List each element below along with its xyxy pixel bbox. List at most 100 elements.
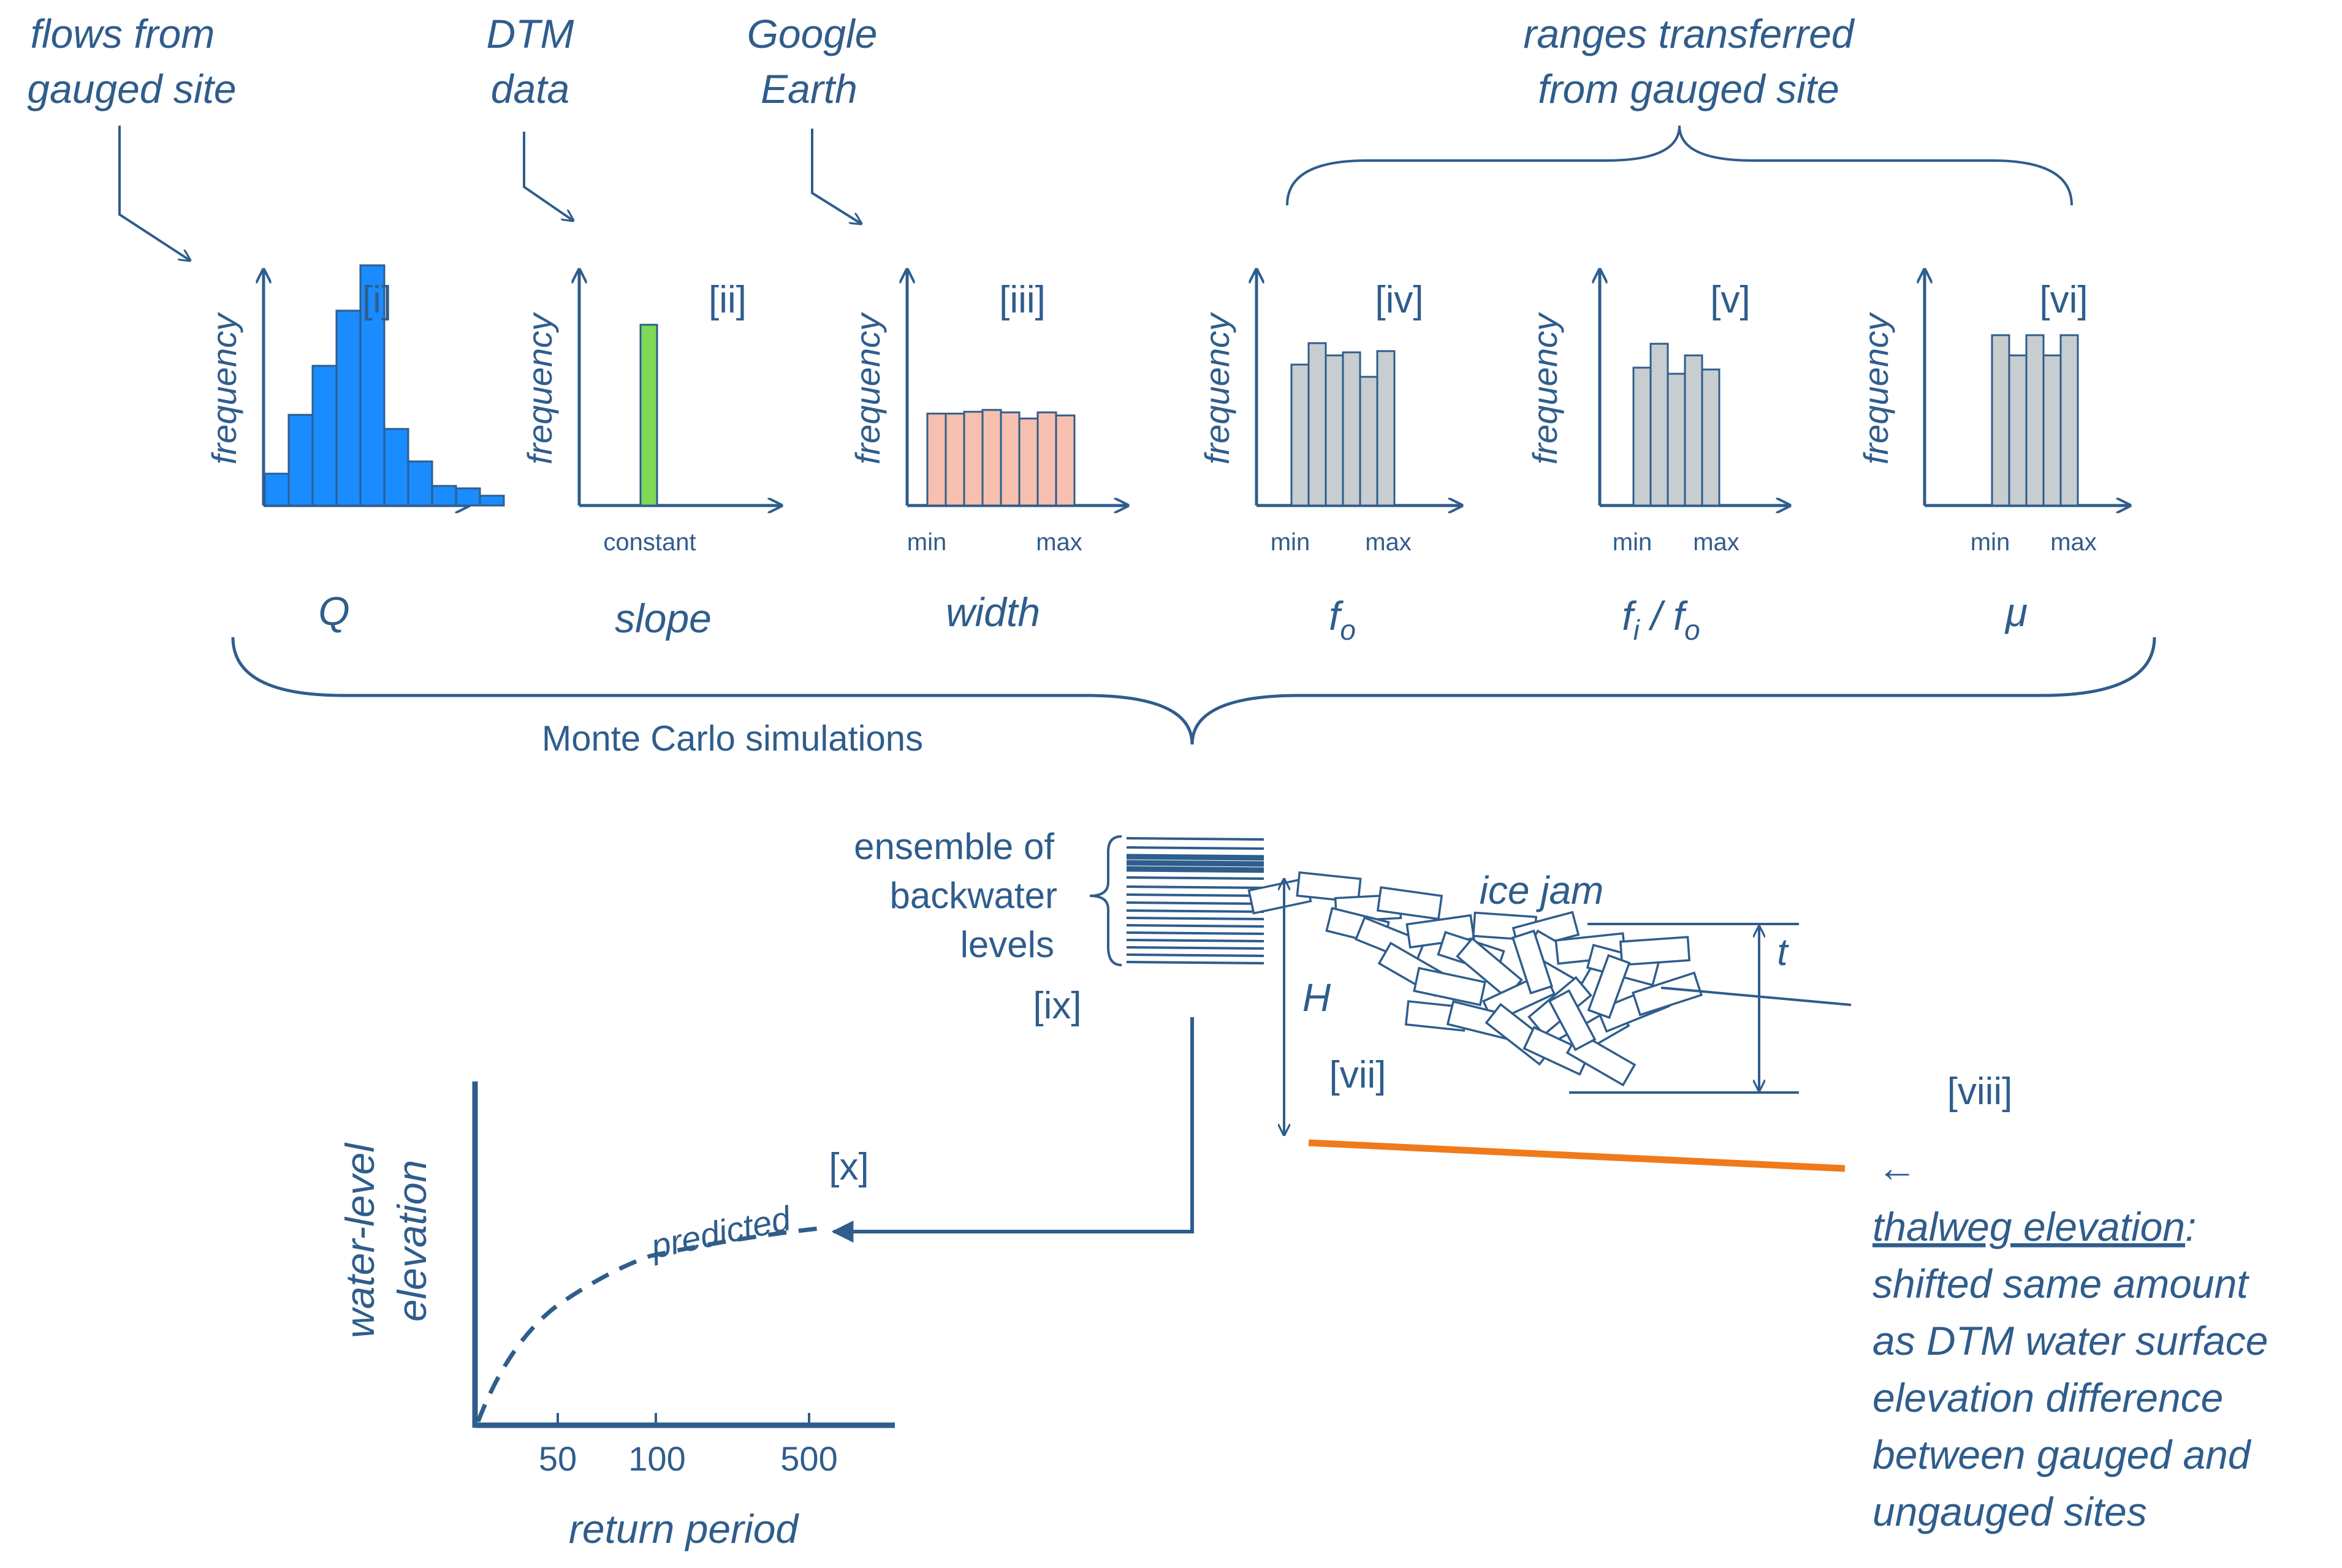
ice-jam-label: ice jam <box>1480 868 1604 912</box>
ice-block <box>1548 989 1597 1051</box>
source-ranges-line2: from gauged site <box>1538 66 1839 112</box>
backwater-level-line <box>1126 924 1264 928</box>
panel-fifo-tick-max: max <box>1693 529 1739 556</box>
panel-fifo: frequency [v] min max fi / fo <box>1526 270 1790 646</box>
panel-slope-ylabel: frequency <box>520 312 559 464</box>
panel-slope-bars <box>639 324 658 507</box>
return-plot-xlabel: return period <box>569 1506 800 1551</box>
ensemble-label: ensemble of backwater levels <box>854 826 1057 965</box>
panel-slope: frequency [ii] constant slope <box>520 270 781 641</box>
q-bar <box>335 309 362 507</box>
ensemble-brace <box>1089 835 1122 966</box>
source-dtm-line1: DTM <box>487 11 574 56</box>
backwater-level-line <box>1126 953 1264 957</box>
mu-bar <box>2025 334 2045 507</box>
panel-mu-bars <box>1991 334 2079 507</box>
panel-width-tag: [iii] <box>999 279 1046 321</box>
thalweg-text: thalweg elevation: shifted same amount a… <box>1872 1204 2268 1534</box>
thalweg-line3: elevation difference <box>1872 1375 2223 1420</box>
return-plot-ylabel-line1: water-level <box>337 1142 382 1338</box>
thalweg-line1: shifted same amount <box>1872 1261 2249 1306</box>
fo-bar <box>1290 363 1310 507</box>
panel-width-ylabel: frequency <box>848 312 887 464</box>
panel-slope-tick-constant: constant <box>603 529 696 556</box>
return-plot-ticklabel-500: 500 <box>780 1439 837 1478</box>
thalweg-line2: as DTM water surface <box>1872 1318 2268 1363</box>
backwater-level-line <box>1126 893 1264 897</box>
source-flows-line2: gauged site <box>27 66 236 112</box>
ensemble-line2: backwater <box>890 875 1057 916</box>
panel-q-param: Q <box>318 588 349 634</box>
backwater-level-line <box>1126 917 1264 920</box>
q-bar <box>311 365 338 507</box>
ensemble-line3: levels <box>960 924 1054 965</box>
h-label: H <box>1302 975 1331 1020</box>
panel-fifo-param: fi / fo <box>1622 593 1700 646</box>
panel-q-ylabel: frequency <box>205 312 243 464</box>
fifo-bar <box>1701 368 1720 507</box>
panel-fo: frequency [iv] min max fo <box>1198 270 1462 646</box>
q-bar <box>287 414 314 507</box>
thalweg-title: thalweg elevation <box>1872 1204 2185 1249</box>
monte-carlo-label: Monte Carlo simulations <box>542 719 923 759</box>
panel-fo-tick-max: max <box>1365 529 1412 556</box>
panel-mu-tag: [vi] <box>2039 279 2088 321</box>
thalweg-line4: between gauged and <box>1872 1432 2252 1477</box>
fo-bar <box>1359 376 1378 507</box>
dtm-arrow <box>523 132 573 221</box>
panel-width-param: width <box>946 589 1040 635</box>
ranges-brace <box>1286 125 2073 206</box>
panel-mu-tick-min: min <box>1971 529 2010 556</box>
thalweg-line <box>1308 1139 1846 1172</box>
panel-q: frequency [i] Q <box>205 264 505 634</box>
panel-mu-tick-max: max <box>2050 529 2097 556</box>
width-bar <box>981 409 1002 507</box>
backwater-level-line <box>1126 866 1264 873</box>
source-google-line1: Google <box>747 11 878 56</box>
return-plot-ticklabel-50: 50 <box>539 1439 577 1478</box>
monte-carlo-brace <box>231 637 2156 745</box>
panel-fifo-param-sub: i <box>1633 614 1641 646</box>
predicted-curve <box>476 1226 819 1423</box>
ice-block <box>1376 886 1443 920</box>
fifo-bar <box>1667 373 1686 507</box>
fo-bar <box>1307 342 1327 507</box>
panel-fifo-tag: [v] <box>1710 279 1750 321</box>
fo-bar <box>1342 351 1361 507</box>
mu-bar <box>2042 354 2062 507</box>
panel-mu: frequency [vi] min max μ <box>1857 270 2130 635</box>
panel-fifo-tick-min: min <box>1613 529 1652 556</box>
panel-width-tick-max: max <box>1036 529 1082 556</box>
q-bar <box>455 487 481 507</box>
backwater-level-line <box>1126 846 1264 850</box>
return-period-plot: 50 100 500 return period water-level ele… <box>337 1081 895 1551</box>
backwater-level-line <box>1126 876 1264 880</box>
backwater-level-line <box>1126 939 1264 942</box>
q-bar <box>407 460 433 507</box>
width-bar <box>926 412 947 507</box>
panel-q-tag: [i] <box>362 279 392 321</box>
panel-slope-param: slope <box>615 596 712 641</box>
ice-jam-blocks <box>1247 871 1703 1087</box>
source-ranges-line1: ranges transferred <box>1523 11 1855 56</box>
panel-width-tick-min: min <box>907 529 946 556</box>
fo-bar <box>1376 350 1396 507</box>
width-bar <box>1036 411 1057 507</box>
q-bar <box>383 428 409 507</box>
backwater-level-line <box>1126 946 1264 950</box>
t-label: t <box>1777 931 1789 974</box>
panel-fo-tag: [iv] <box>1375 279 1423 321</box>
slope-bar <box>639 324 658 507</box>
fifo-bar <box>1649 343 1669 507</box>
fo-bar <box>1325 354 1344 507</box>
panel-fo-ylabel: frequency <box>1198 312 1236 464</box>
backwater-level-line <box>1126 885 1264 889</box>
panel-fifo-bars <box>1632 343 1720 507</box>
backwater-level-line <box>1126 901 1264 905</box>
backwater-level-line <box>1126 931 1264 935</box>
panel-mu-ylabel: frequency <box>1857 312 1895 464</box>
tag-x: [x] <box>829 1146 869 1188</box>
backwater-level-line <box>1126 854 1264 861</box>
return-plot-ticklabel-100: 100 <box>628 1439 685 1478</box>
fifo-bar <box>1684 354 1703 507</box>
